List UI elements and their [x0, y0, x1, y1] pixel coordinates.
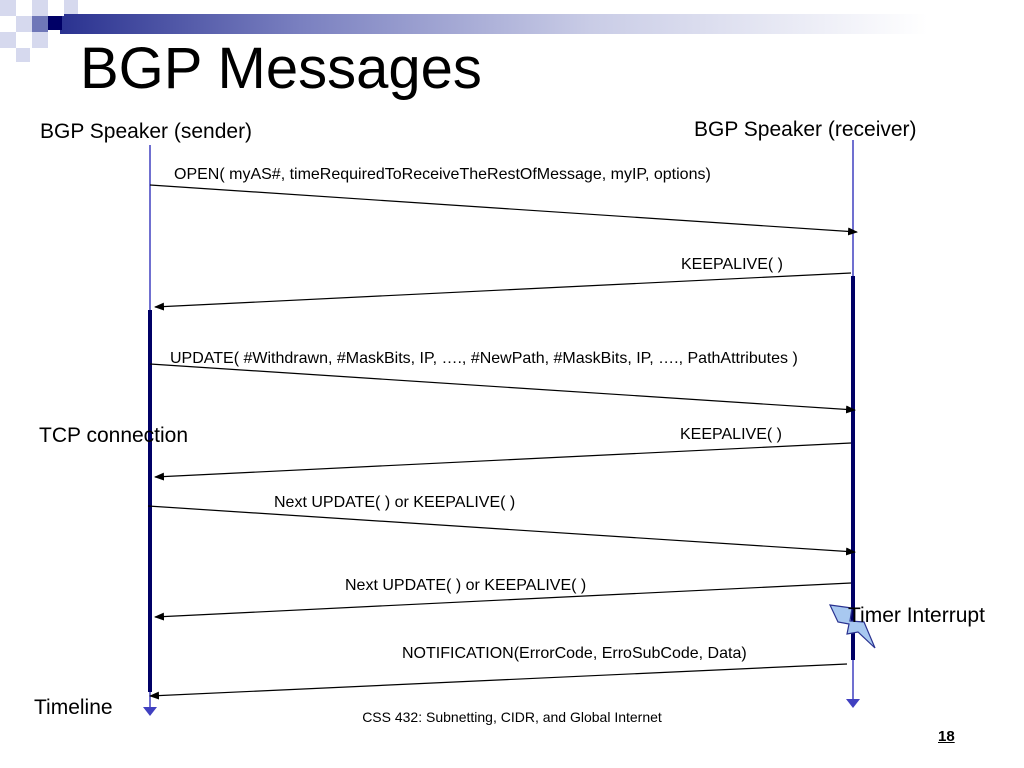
header-square — [0, 0, 16, 16]
header-square — [16, 48, 30, 62]
header-square — [32, 0, 48, 16]
message-arrow-next-update-1 — [147, 505, 856, 556]
header-square — [48, 0, 64, 16]
message-label-keepalive-1: KEEPALIVE( ) — [681, 256, 783, 273]
message-label-notification: NOTIFICATION(ErrorCode, ErroSubCode, Dat… — [402, 645, 747, 662]
receiver-lifeline-arrow — [846, 699, 860, 708]
header-square — [64, 0, 78, 14]
header-square — [32, 32, 48, 48]
message-arrow-next-update-2 — [154, 582, 852, 621]
slide-footer: CSS 432: Subnetting, CIDR, and Global In… — [362, 709, 662, 725]
header-square — [0, 32, 16, 48]
sender-label: BGP Speaker (sender) — [40, 120, 253, 143]
message-arrow-keepalive-2 — [154, 442, 852, 481]
message-label-next-update-1: Next UPDATE( ) or KEEPALIVE( ) — [274, 494, 516, 511]
header-square — [48, 16, 62, 30]
message-arrow-update — [149, 363, 856, 414]
message-arrow-open — [149, 184, 858, 236]
message-label-update: UPDATE( #Withdrawn, #MaskBits, IP, …., #… — [170, 350, 798, 367]
sender-lifeline-arrow — [143, 707, 157, 716]
page-number: 18 — [938, 728, 955, 745]
message-label-keepalive-2: KEEPALIVE( ) — [680, 426, 782, 443]
header-square — [32, 16, 48, 32]
receiver-label: BGP Speaker (receiver) — [694, 118, 917, 141]
slide-title: BGP Messages — [80, 36, 482, 101]
tcp-connection-label: TCP connection — [39, 424, 189, 447]
header-decoration — [0, 0, 1024, 64]
timeline-label: Timeline — [34, 696, 113, 719]
message-label-open: OPEN( myAS#, timeRequiredToReceiveTheRes… — [174, 166, 711, 183]
timer-interrupt-label: Timer Interrupt — [848, 604, 985, 627]
message-arrow-notification — [149, 663, 848, 700]
message-label-next-update-2: Next UPDATE( ) or KEEPALIVE( ) — [345, 577, 587, 594]
header-square — [16, 0, 32, 16]
header-square — [16, 16, 32, 32]
lightning-icon — [828, 604, 876, 649]
header-gradient-bar — [60, 14, 1024, 34]
message-arrow-keepalive-1 — [154, 272, 852, 311]
